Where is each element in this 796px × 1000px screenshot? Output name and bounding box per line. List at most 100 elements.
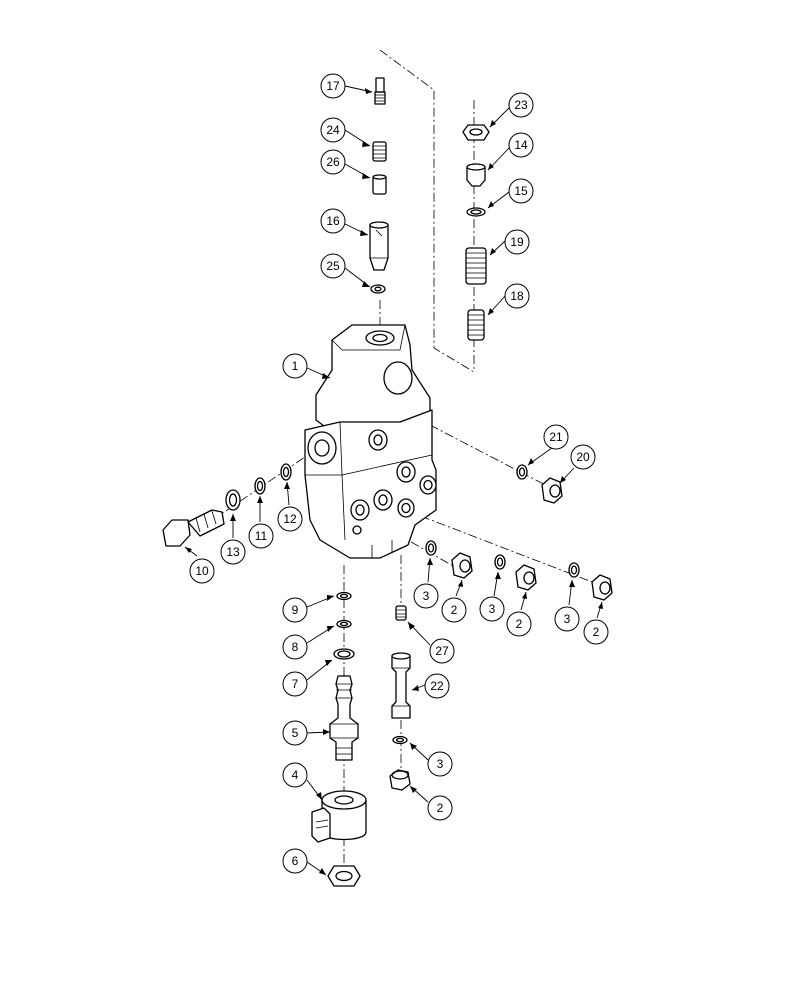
callout-7: 7 bbox=[282, 671, 308, 697]
callout-3-d: 3 bbox=[427, 751, 453, 777]
callout-13: 13 bbox=[220, 539, 246, 565]
callout-label: 15 bbox=[514, 184, 528, 198]
part-23-nut bbox=[462, 124, 490, 141]
callout-18: 18 bbox=[504, 283, 530, 309]
callout-label: 3 bbox=[437, 757, 444, 771]
part-2-plug-c bbox=[591, 574, 613, 601]
callout-label: 2 bbox=[437, 801, 444, 815]
part-15-oring bbox=[466, 207, 486, 217]
callout-8: 8 bbox=[282, 634, 308, 660]
callout-label: 8 bbox=[292, 640, 299, 654]
callout-label: 25 bbox=[326, 259, 340, 273]
callout-2-b: 2 bbox=[506, 611, 532, 637]
callout-5: 5 bbox=[282, 720, 308, 746]
callout-label: 4 bbox=[292, 768, 299, 782]
part-26-cap bbox=[372, 174, 387, 195]
part-19-spring bbox=[465, 247, 487, 285]
callout-2-a: 2 bbox=[441, 597, 467, 623]
part-25-ring bbox=[370, 284, 386, 294]
part-20-plug bbox=[541, 477, 563, 504]
part-2-plug-b bbox=[515, 564, 537, 591]
callout-9: 9 bbox=[282, 597, 308, 623]
part-10-plug bbox=[162, 509, 225, 547]
callout-10: 10 bbox=[189, 558, 215, 584]
callout-2-d: 2 bbox=[427, 795, 453, 821]
callout-26: 26 bbox=[320, 149, 346, 175]
callout-label: 26 bbox=[326, 155, 340, 169]
callout-23: 23 bbox=[508, 92, 534, 118]
callout-22: 22 bbox=[424, 673, 450, 699]
leader-lines bbox=[184, 85, 603, 876]
callout-label: 3 bbox=[423, 589, 430, 603]
callout-17: 17 bbox=[320, 73, 346, 99]
callout-label: 2 bbox=[451, 603, 458, 617]
part-1-valve-body bbox=[304, 324, 437, 559]
callout-11: 11 bbox=[248, 523, 274, 549]
callout-label: 22 bbox=[430, 679, 444, 693]
part-3-oring-b bbox=[494, 554, 506, 570]
part-5-cartridge bbox=[329, 675, 359, 761]
callout-label: 2 bbox=[516, 617, 523, 631]
callout-label: 19 bbox=[510, 235, 524, 249]
callout-label: 11 bbox=[255, 529, 268, 543]
callout-label: 5 bbox=[292, 726, 299, 740]
callout-1: 1 bbox=[282, 353, 308, 379]
callout-label: 17 bbox=[326, 79, 340, 93]
part-24-spring bbox=[372, 141, 387, 162]
part-4-coil bbox=[311, 790, 367, 843]
callout-label: 27 bbox=[435, 644, 449, 658]
callout-20: 20 bbox=[570, 444, 596, 470]
callout-label: 6 bbox=[292, 854, 299, 868]
part-12-ring bbox=[280, 463, 292, 481]
callout-label: 20 bbox=[576, 450, 590, 464]
part-18-spring bbox=[467, 309, 485, 341]
callout-label: 24 bbox=[326, 123, 340, 137]
callout-label: 16 bbox=[326, 214, 340, 228]
callout-24: 24 bbox=[320, 117, 346, 143]
callout-label: 10 bbox=[195, 564, 209, 578]
part-6-nut bbox=[327, 865, 361, 887]
part-9-ring bbox=[336, 591, 352, 601]
callout-3-b: 3 bbox=[479, 596, 505, 622]
part-3-oring-d bbox=[392, 735, 408, 745]
part-11-ring bbox=[254, 477, 266, 495]
part-13-oring bbox=[225, 489, 241, 511]
callout-27: 27 bbox=[429, 638, 455, 664]
callout-label: 18 bbox=[510, 289, 524, 303]
callout-16: 16 bbox=[320, 208, 346, 234]
callout-label: 9 bbox=[292, 603, 299, 617]
part-3-oring-c bbox=[568, 562, 580, 578]
callout-12: 12 bbox=[277, 506, 303, 532]
callout-6: 6 bbox=[282, 848, 308, 874]
part-27-spring bbox=[395, 605, 407, 621]
axis-port-row bbox=[404, 509, 601, 586]
callout-21: 21 bbox=[543, 424, 569, 450]
callout-15: 15 bbox=[508, 178, 534, 204]
axis-port-top-right bbox=[429, 424, 556, 491]
part-16-poppet bbox=[369, 221, 389, 271]
part-2-plug-d bbox=[389, 769, 411, 791]
part-17-pin bbox=[374, 77, 386, 105]
callout-2-c: 2 bbox=[583, 619, 609, 645]
part-22-spool bbox=[391, 652, 411, 719]
callout-label: 13 bbox=[226, 545, 240, 559]
callout-label: 3 bbox=[564, 612, 571, 626]
callout-25: 25 bbox=[320, 253, 346, 279]
callout-label: 1 bbox=[292, 359, 299, 373]
callout-19: 19 bbox=[504, 229, 530, 255]
callout-label: 14 bbox=[514, 138, 528, 152]
callout-3-c: 3 bbox=[554, 606, 580, 632]
part-7-oring bbox=[333, 648, 355, 660]
part-21-oring bbox=[516, 464, 528, 480]
part-3-oring-a bbox=[425, 540, 437, 556]
part-14-fitting bbox=[466, 163, 486, 187]
callout-label: 12 bbox=[283, 512, 297, 526]
axis-bracket-top bbox=[379, 49, 475, 373]
callout-label: 7 bbox=[292, 677, 299, 691]
part-8-ring bbox=[336, 619, 352, 629]
callout-label: 21 bbox=[549, 430, 563, 444]
callout-label: 3 bbox=[489, 602, 496, 616]
callout-14: 14 bbox=[508, 132, 534, 158]
callout-3-a: 3 bbox=[413, 583, 439, 609]
